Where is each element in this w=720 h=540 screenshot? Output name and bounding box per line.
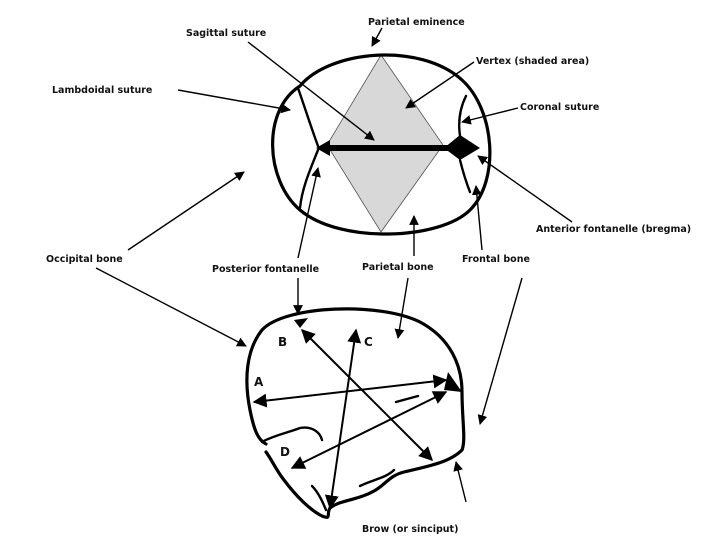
anterior-fontanelle-shape <box>444 135 480 160</box>
diameter-label-a: A <box>254 375 264 389</box>
vertex-shaded-area <box>327 55 443 232</box>
label-vertex: Vertex (shaded area) <box>476 56 589 67</box>
posterior-fontanelle-shape <box>316 140 330 156</box>
coronal-suture-lower <box>460 160 470 192</box>
label-posterior-fontanelle: Posterior fontanelle <box>212 264 319 275</box>
diameter-c-arrow <box>330 330 356 508</box>
leader-posterior-fontanelle-top <box>298 168 318 258</box>
label-lambdoidal-suture: Lambdoidal suture <box>52 85 152 96</box>
leader-anterior-fontanelle <box>478 156 572 222</box>
side-posterior-fontanelle <box>294 318 308 328</box>
diameter-a-arrow <box>254 380 446 402</box>
leader-brow <box>456 462 466 502</box>
label-anterior-fontanelle: Anterior fontanelle (bregma) <box>536 224 691 235</box>
leader-occipital-bone-bottom <box>96 268 246 346</box>
leader-parietal-eminence <box>372 28 382 46</box>
label-coronal-suture: Coronal suture <box>520 102 599 113</box>
leader-coronal-suture <box>462 108 518 122</box>
diameter-label-c: C <box>364 335 373 349</box>
label-parietal-bone: Parietal bone <box>362 262 434 273</box>
side-skull-jaw-line <box>312 486 326 510</box>
leader-frontal-bone-bottom <box>480 278 522 424</box>
label-brow: Brow (or sinciput) <box>362 524 458 535</box>
lambdoidal-suture-upper <box>298 88 318 146</box>
leader-occipital-bone-top <box>128 172 244 250</box>
diameter-label-b: B <box>278 335 287 349</box>
side-skull-frontal-tick <box>396 396 418 402</box>
side-skull-inner-contour <box>262 428 322 442</box>
label-frontal-bone: Frontal bone <box>462 254 530 265</box>
leader-lambdoidal-suture <box>178 90 290 110</box>
coronal-suture-upper <box>459 96 466 136</box>
label-sagittal-suture: Sagittal suture <box>186 28 266 39</box>
diameter-label-d: D <box>280 445 290 459</box>
label-occipital-bone: Occipital bone <box>46 254 123 265</box>
top-view-skull <box>273 55 490 234</box>
label-parietal-eminence: Parietal eminence <box>368 17 465 28</box>
leader-parietal-bone-bottom <box>398 278 408 338</box>
